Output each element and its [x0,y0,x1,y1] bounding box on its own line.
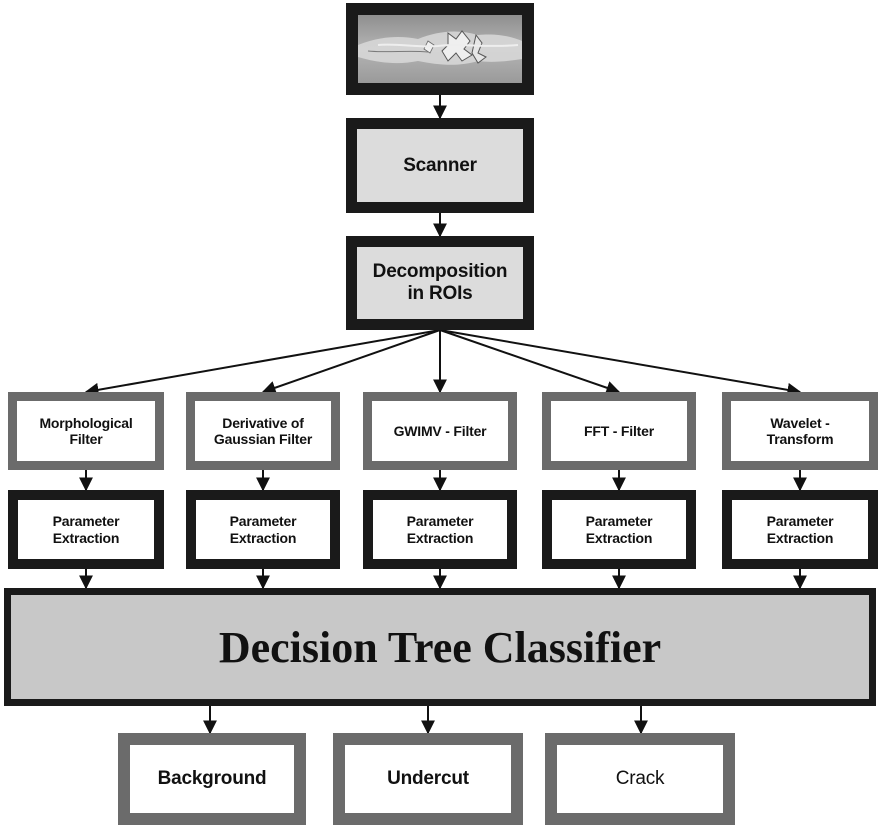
filter-label-line2: Gaussian Filter [213,431,313,447]
extraction-label-line2: Extraction [52,529,120,546]
extraction-label-line2: Extraction [585,529,653,546]
filter-node-fft: FFT - Filter [542,392,696,470]
filter-label-line2: Filter [69,431,103,447]
decomposition-label-line2: in ROIs [407,283,473,304]
filter-node-morphological: Morphological Filter [8,392,164,470]
extraction-label-line1: Parameter [406,513,474,530]
filter-label-line1: Morphological [39,414,133,431]
extraction-label-line2: Extraction [229,529,297,546]
output-label: Background [157,768,267,790]
extraction-label-line1: Parameter [585,513,653,530]
extraction-label-line1: Parameter [229,513,297,530]
arrow-decomp-to-filter-5 [439,329,802,397]
output-label: Crack [615,768,665,790]
extraction-node-2: Parameter Extraction [186,490,340,569]
arrow-decomp-to-filter-1 [84,329,441,397]
output-node-background: Background [118,733,306,825]
filter-label-line1: Wavelet - [770,414,830,431]
extraction-label-line1: Parameter [766,513,834,530]
filter-node-gwimv: GWIMV - Filter [363,392,517,470]
arrow-decomp-to-filter-4 [439,329,621,395]
filter-label-line1: GWIMV - Filter [393,422,487,439]
weld-image-box [346,3,534,95]
filter-label-line2: Transform [766,431,834,447]
extraction-node-1: Parameter Extraction [8,490,164,569]
filter-label-line1: FFT - Filter [584,422,654,439]
output-node-undercut: Undercut [333,733,523,825]
output-label: Undercut [387,768,469,790]
classifier-label: Decision Tree Classifier [218,622,662,672]
decomposition-node: Decomposition in ROIs [346,236,534,330]
filter-label-line1: Derivative of [222,414,304,431]
filter-node-derivative-gaussian: Derivative of Gaussian Filter [186,392,340,470]
arrow-decomp-to-filter-2 [261,329,441,395]
scanner-label: Scanner [403,154,477,176]
filter-node-wavelet: Wavelet - Transform [722,392,878,470]
extraction-label-line2: Extraction [406,529,474,546]
decomposition-label-line1: Decomposition [372,261,508,283]
extraction-node-4: Parameter Extraction [542,490,696,569]
extraction-label-line2: Extraction [766,529,834,546]
extraction-node-5: Parameter Extraction [722,490,878,569]
scanner-node: Scanner [346,118,534,213]
extraction-label-line1: Parameter [52,513,120,530]
weld-seam-image [358,15,522,83]
classifier-node: Decision Tree Classifier [4,588,876,706]
extraction-node-3: Parameter Extraction [363,490,517,569]
output-node-crack: Crack [545,733,735,825]
